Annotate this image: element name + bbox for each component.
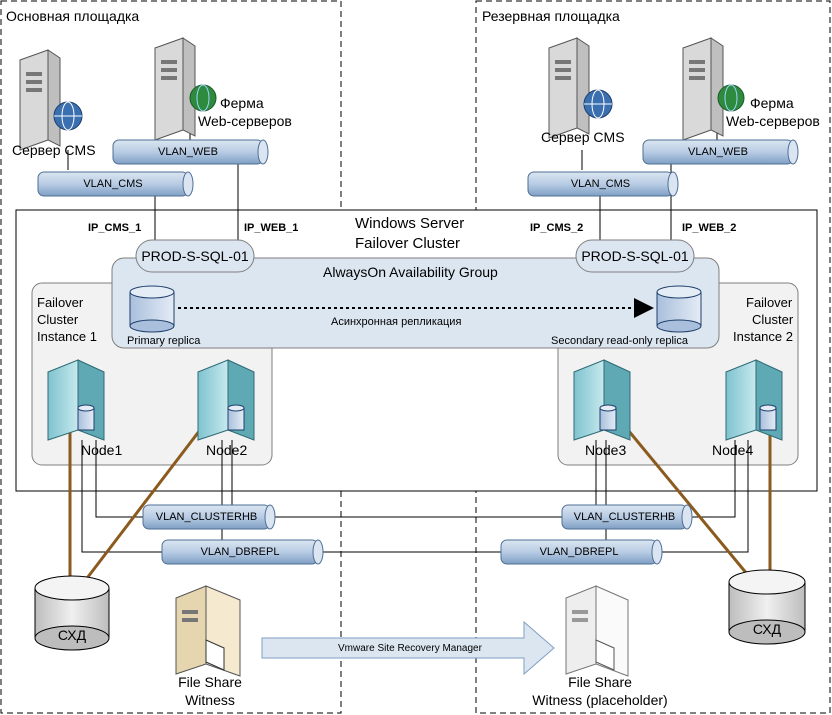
ag-label: AlwaysOn Availability Group <box>323 264 498 280</box>
vlan-cms-left <box>37 171 194 197</box>
witness-server-left <box>175 585 241 677</box>
globe-icon <box>717 84 745 112</box>
primary-db-icon <box>129 285 175 333</box>
vlan-clusterhb-left-label: VLAN_CLUSTERHB <box>155 511 258 523</box>
node4-server <box>725 359 783 441</box>
primary-site-label: Основная площадка <box>6 8 140 24</box>
vlan-clusterhb-right-label: VLAN_CLUSTERHB <box>573 511 676 523</box>
globe-icon <box>583 89 613 119</box>
witness-right-label-2: Witness (placeholder) <box>532 692 668 708</box>
listener-right-label: PROD-S-SQL-01 <box>581 248 689 264</box>
vlan-dbrepl-right-label: VLAN_DBREPL <box>539 546 619 558</box>
cms-server-left-label: Сервер CMS <box>12 142 96 158</box>
secondary-db-icon <box>656 285 702 333</box>
node2-label: Node2 <box>206 442 248 458</box>
fci1-label-1: Failover <box>37 295 84 310</box>
vlan-cms-left-label: VLAN_CMS <box>83 178 143 190</box>
globe-icon <box>189 84 217 112</box>
cms-server-right <box>548 37 590 139</box>
vlan-clusterhb-left <box>142 504 276 530</box>
async-replication-label: Асинхронная репликация <box>331 316 462 328</box>
fci1-label-3: Instance 1 <box>37 329 97 344</box>
witness-left-label-1: File Share <box>178 674 242 690</box>
storage-links <box>68 429 772 591</box>
vlan-cms-right <box>527 171 679 197</box>
ip-cms2-label: IP_CMS_2 <box>530 222 584 234</box>
ip-web1-label: IP_WEB_1 <box>244 222 299 234</box>
node1-server <box>47 359 105 441</box>
srm-arrow <box>261 620 555 676</box>
web-farm-left-label-1: Ферма <box>220 95 264 111</box>
secondary-replica-label: Secondary read-only replica <box>551 335 688 347</box>
vlan-dbrepl-right <box>500 539 663 565</box>
availability-group-box <box>111 257 720 349</box>
cms-server-right-label: Сервер CMS <box>541 129 625 145</box>
vlan-cms-right-label: VLAN_CMS <box>570 178 631 190</box>
node2-server <box>197 359 255 441</box>
vlan-web-left <box>112 139 269 165</box>
ip-web2-label: IP_WEB_2 <box>682 222 737 234</box>
listener-right-pill <box>575 239 695 273</box>
node1-label: Node1 <box>81 442 123 458</box>
fci1-label-2: Cluster <box>37 312 79 327</box>
node4-label: Node4 <box>712 442 754 458</box>
fci2-label-3: Instance 2 <box>733 329 793 344</box>
node3-server <box>573 359 631 441</box>
vlan-dbrepl-left <box>161 539 324 565</box>
vlan-web-left-label: VLAN_WEB <box>158 146 218 158</box>
storage-right-label: СХД <box>752 621 782 637</box>
fci2-label-2: Cluster <box>752 312 794 327</box>
vlan-clusterhb-right <box>561 504 693 530</box>
storage-left-label: СХД <box>57 627 87 643</box>
storage-left-icon <box>34 575 110 651</box>
primary-replica-label: Primary replica <box>127 335 201 347</box>
storage-right-icon <box>728 569 806 645</box>
fci2-label-1: Failover <box>746 295 793 310</box>
vlan-web-right <box>642 139 799 165</box>
srm-label: Vmware Site Recovery Manager <box>338 643 482 654</box>
listener-left-pill <box>135 239 255 273</box>
witness-left-label-2: Witness <box>185 692 235 708</box>
reserve-site-label: Резервная площадка <box>482 8 620 24</box>
ip-cms1-label: IP_CMS_1 <box>88 222 142 234</box>
web-server-left <box>154 37 196 141</box>
node3-label: Node3 <box>585 442 627 458</box>
globe-icon <box>53 101 83 131</box>
cms-server-left <box>19 49 61 151</box>
witness-server-right <box>565 585 629 677</box>
cluster-title-2: Failover Cluster <box>355 235 461 252</box>
web-farm-right-label-1: Ферма <box>750 95 794 111</box>
web-server-right <box>682 37 724 141</box>
vlan-web-right-label: VLAN_WEB <box>688 146 748 158</box>
vlan-dbrepl-left-label: VLAN_DBREPL <box>200 546 280 558</box>
listener-left-label: PROD-S-SQL-01 <box>141 248 249 264</box>
witness-right-label-1: File Share <box>568 674 632 690</box>
web-farm-left-label-2: Web-серверов <box>198 113 292 129</box>
web-farm-right-label-2: Web-серверов <box>726 113 820 129</box>
cluster-title-1: Windows Server <box>355 215 465 232</box>
